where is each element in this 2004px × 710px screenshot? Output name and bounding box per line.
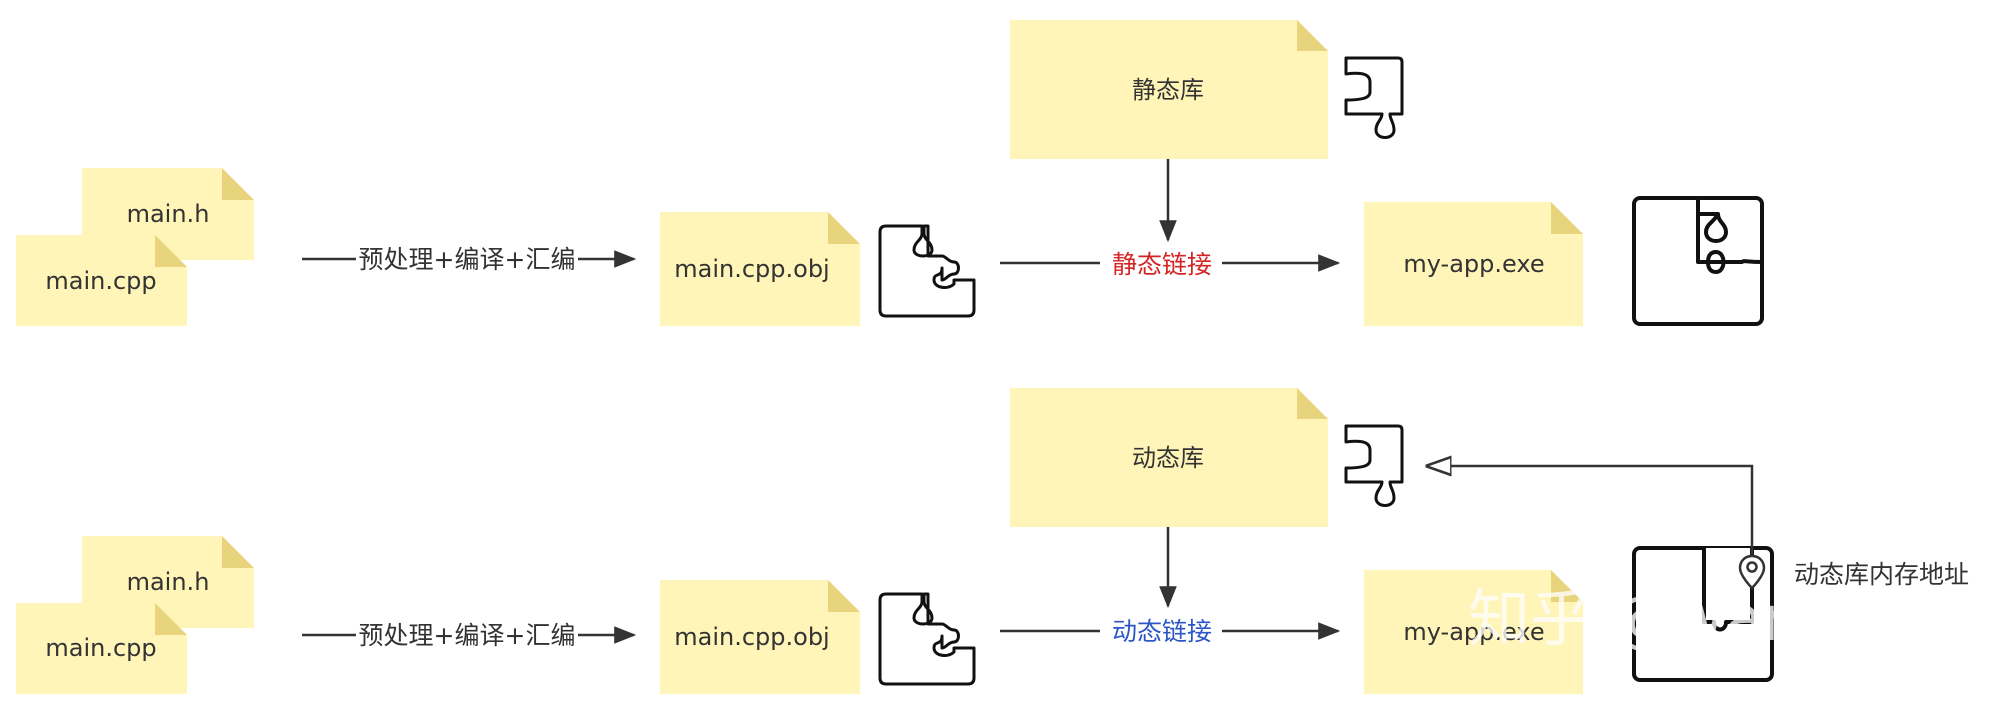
- note-object-file-static: main.cpp.obj: [660, 212, 860, 326]
- note-static-library: 静态库: [1010, 20, 1328, 159]
- note-main-cpp-static: main.cpp: [16, 235, 187, 326]
- compile-arrow-static: 预处理+编译+汇编: [302, 245, 637, 274]
- note-label: my-app.exe: [1403, 250, 1544, 278]
- puzzle-piece-icon: [878, 224, 976, 318]
- memory-address-arrow: [1428, 466, 1754, 556]
- static-link-label: 静态链接: [1112, 250, 1212, 279]
- puzzle-piece-icon: [878, 592, 976, 686]
- note-object-file-dynamic: main.cpp.obj: [660, 580, 860, 694]
- static-link-arrow: 静态链接: [1000, 250, 1341, 279]
- note-label: 动态库: [1132, 444, 1204, 472]
- note-executable-dynamic: my-app.exe: [1364, 570, 1583, 694]
- note-label: main.h: [127, 200, 210, 228]
- memory-address-label: 动态库内存地址: [1794, 560, 1969, 589]
- note-label: main.cpp: [45, 634, 156, 662]
- dynamic-link-arrow: 动态链接: [1000, 617, 1341, 646]
- puzzle-piece-icon: [1344, 424, 1404, 507]
- note-label: main.cpp.obj: [674, 255, 829, 283]
- note-dynamic-library: 动态库: [1010, 388, 1328, 527]
- note-label: main.cpp: [45, 267, 156, 295]
- compile-step-label: 预处理+编译+汇编: [359, 621, 576, 650]
- puzzle-frame-icon: [1632, 196, 1764, 326]
- compile-step-label: 预处理+编译+汇编: [359, 245, 576, 274]
- dynamic-link-label: 动态链接: [1112, 617, 1212, 646]
- note-label: 静态库: [1132, 76, 1204, 104]
- location-pin-icon: [1738, 554, 1766, 590]
- watermark: 知乎 @wangzhen: [1468, 582, 1990, 655]
- puzzle-piece-icon: [1344, 56, 1404, 139]
- note-main-cpp-dynamic: main.cpp: [16, 603, 187, 694]
- note-label: my-app.exe: [1403, 618, 1544, 646]
- note-executable-static: my-app.exe: [1364, 202, 1583, 326]
- note-label: main.h: [127, 568, 210, 596]
- compile-arrow-dynamic: 预处理+编译+汇编: [302, 621, 637, 650]
- note-label: main.cpp.obj: [674, 623, 829, 651]
